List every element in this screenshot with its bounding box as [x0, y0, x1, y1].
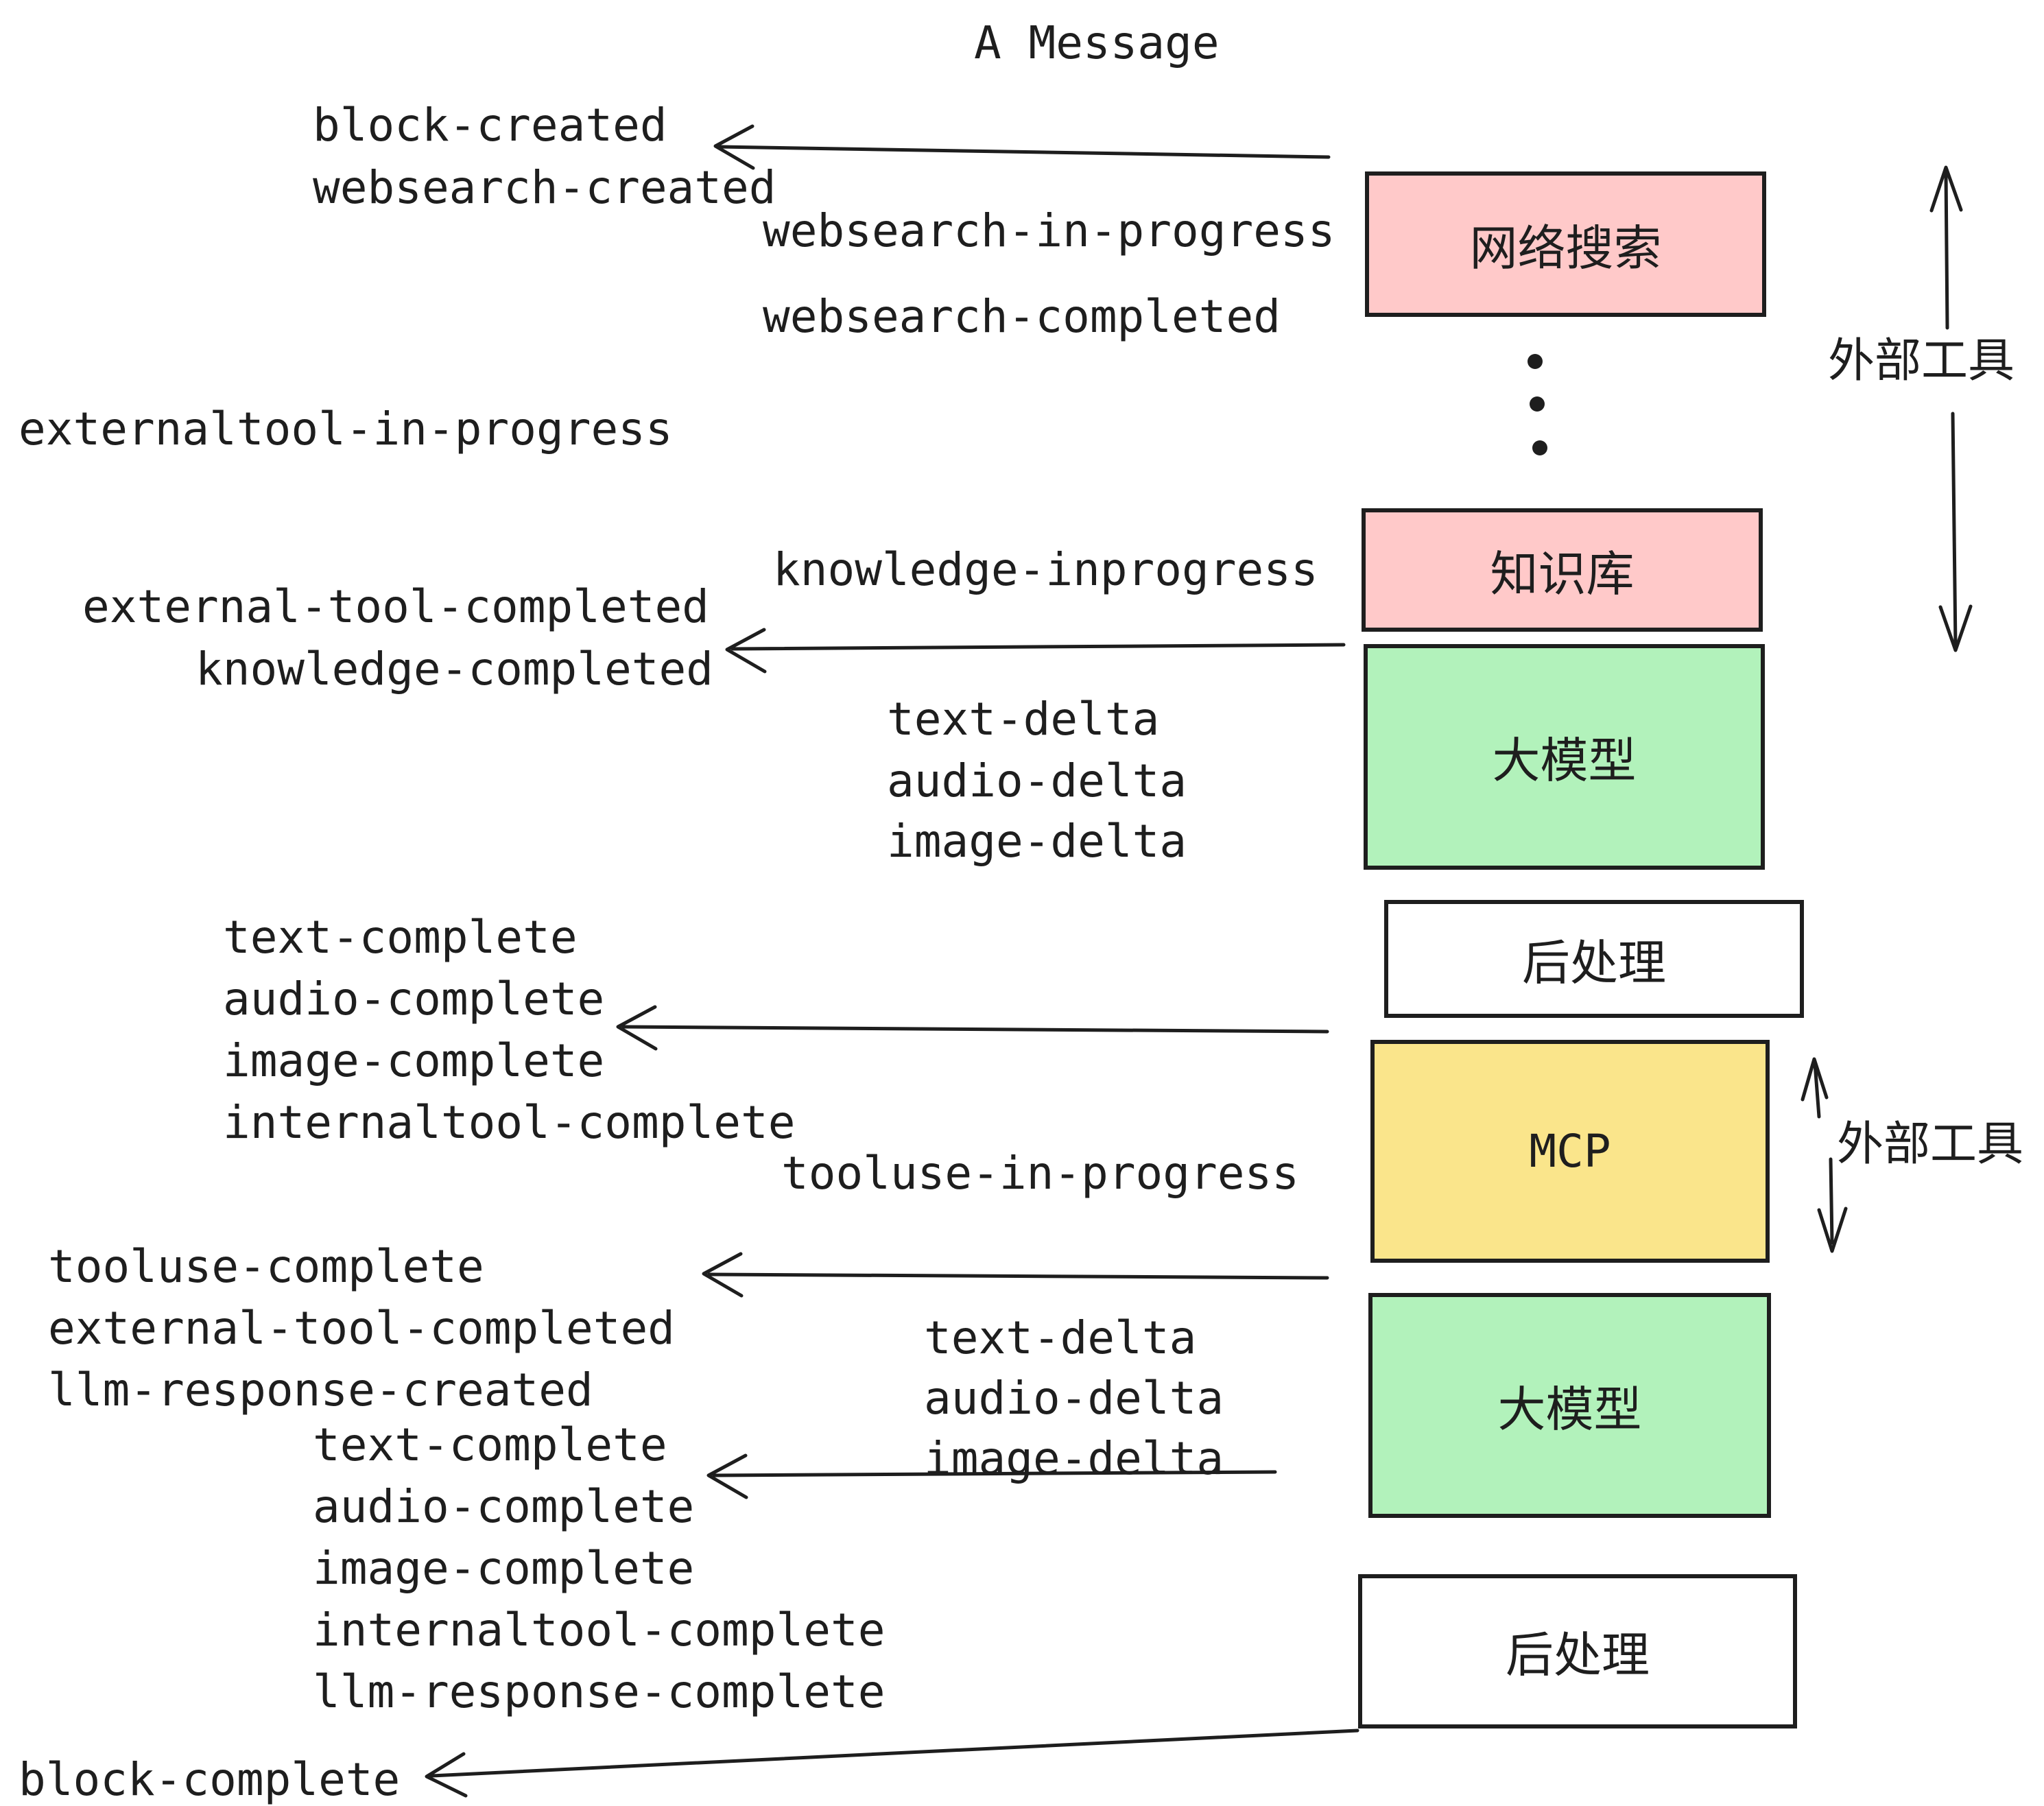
event-image-complete-2: image-complete [313, 1542, 695, 1595]
box-postprocess-2[interactable]: 后处理 [1358, 1574, 1797, 1728]
box-mcp[interactable]: MCP [1370, 1040, 1770, 1263]
mcp-down-arrow [1817, 1157, 1848, 1253]
event-block-complete: block-complete [19, 1753, 401, 1806]
box-websearch[interactable]: 网络搜索 [1365, 171, 1766, 317]
event-image-complete-1: image-complete [223, 1034, 605, 1087]
box-knowledge[interactable]: 知识库 [1362, 508, 1763, 632]
arrow-block-complete [425, 1728, 1359, 1798]
ellipsis-dots [1528, 354, 1547, 455]
event-websearch-created: websearch-created [313, 161, 776, 214]
event-externaltool-in-progress: externaltool-in-progress [19, 403, 673, 455]
event-audio-complete-1: audio-complete [223, 973, 605, 1025]
arrow-block-created [713, 124, 1331, 170]
external-tools-label-mcp: 外部工具 [1837, 1118, 2024, 1170]
box-postprocess-1[interactable]: 后处理 [1384, 900, 1804, 1018]
external-tools-label-top: 外部工具 [1828, 335, 2015, 387]
event-external-tool-completed-1: external-tool-completed [82, 580, 709, 633]
event-tooluse-complete: tooluse-complete [48, 1240, 484, 1293]
event-image-delta-2: image-delta [924, 1432, 1224, 1485]
event-tooluse-in-progress: tooluse-in-progress [781, 1147, 1299, 1200]
event-audio-complete-2: audio-complete [313, 1480, 695, 1533]
mcp-up-arrow [1801, 1057, 1829, 1119]
arrow-knowledge-completed [725, 628, 1346, 674]
event-image-delta-1: image-delta [887, 815, 1187, 868]
event-block-created: block-created [313, 99, 667, 152]
event-text-complete-2: text-complete [313, 1418, 667, 1471]
external-tools-up-arrow [1929, 165, 1963, 330]
arrow-image-complete [616, 1005, 1329, 1051]
event-audio-delta-1: audio-delta [887, 755, 1187, 807]
event-llm-response-complete: llm-response-complete [313, 1665, 886, 1718]
event-knowledge-completed: knowledge-completed [195, 643, 713, 696]
event-websearch-completed: websearch-completed [763, 290, 1281, 343]
event-internaltool-complete-2: internaltool-complete [313, 1604, 886, 1656]
event-text-delta-1: text-delta [887, 693, 1160, 746]
event-audio-delta-2: audio-delta [924, 1372, 1224, 1425]
box-llm-2[interactable]: 大模型 [1368, 1293, 1771, 1518]
external-tools-down-arrow [1938, 412, 1973, 652]
diagram-title: A Message [974, 16, 1220, 69]
event-websearch-in-progress: websearch-in-progress [763, 204, 1335, 257]
event-external-tool-completed-2: external-tool-completed [48, 1302, 675, 1355]
event-knowledge-inprogress: knowledge-inprogress [773, 543, 1318, 596]
box-llm-1[interactable]: 大模型 [1364, 644, 1765, 870]
event-text-complete-1: text-complete [223, 911, 578, 964]
arrow-audio-complete [706, 1453, 1277, 1499]
event-text-delta-2: text-delta [924, 1311, 1197, 1364]
event-internaltool-complete-1: internaltool-complete [223, 1096, 796, 1149]
event-llm-response-created: llm-response-created [48, 1364, 593, 1416]
arrow-tooluse-complete [702, 1252, 1329, 1298]
